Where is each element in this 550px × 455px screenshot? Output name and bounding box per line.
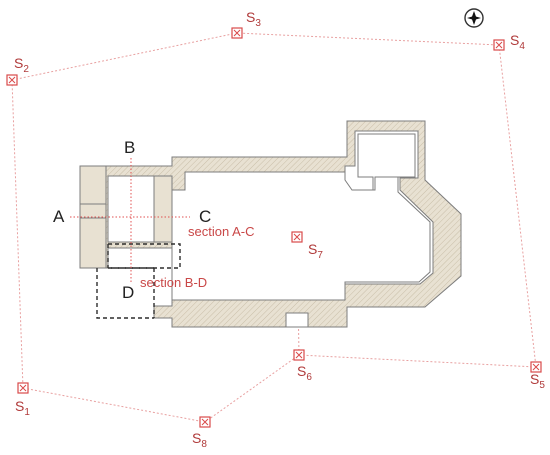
station-marker-s5 [530, 361, 542, 373]
station-label-s6: S6 [297, 363, 312, 383]
section-letter-a: A [53, 207, 65, 226]
section-letter-d: D [122, 283, 134, 302]
station-marker-s2 [6, 74, 18, 86]
station-marker-s4 [493, 39, 505, 51]
station-marker-s1 [17, 382, 29, 394]
station-label-s4: S4 [510, 32, 525, 52]
station-marker-s7 [291, 231, 303, 243]
station-marker-s6 [293, 349, 305, 361]
station-label-s1: S1 [15, 398, 30, 418]
section-label-a-c: section A-C [188, 224, 254, 239]
station-label-s7: S7 [308, 241, 323, 261]
section-letter-c: C [199, 207, 211, 226]
section-letter-b: B [124, 138, 135, 157]
station-marker-s8 [199, 416, 211, 428]
building-walls [79, 120, 462, 328]
survey-traverse [11, 32, 537, 423]
station-label-s8: S8 [192, 430, 207, 450]
section-label-b-d: section B-D [140, 275, 207, 290]
compass-north-icon [464, 8, 484, 28]
station-label-s2: S2 [14, 55, 29, 75]
station-label-s5: S5 [530, 371, 545, 391]
station-label-s3: S3 [246, 9, 261, 29]
station-marker-s3 [231, 27, 243, 39]
